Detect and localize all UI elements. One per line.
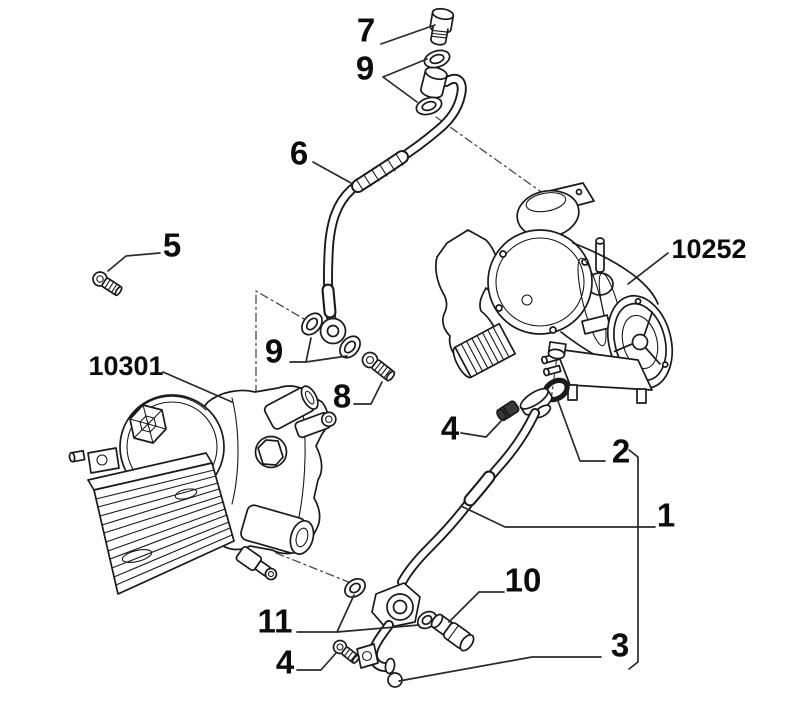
oil-feed-port — [263, 385, 319, 430]
callout-6: 6 — [290, 135, 308, 172]
callout-9-top: 9 — [356, 50, 374, 87]
leader-8 — [353, 381, 383, 405]
guide-line-turbo-drain — [550, 356, 558, 401]
callout-10: 10 — [505, 562, 542, 599]
bolt-4-lower — [332, 639, 360, 664]
callout-4-lower: 4 — [276, 644, 295, 681]
leader-3 — [398, 656, 602, 682]
group-bracket — [628, 449, 639, 670]
bolt-8 — [361, 351, 396, 382]
leader-7 — [380, 24, 436, 45]
callout-labels: 7 9 6 5 10252 10301 9 8 4 2 1 11 10 4 3 — [88, 12, 746, 681]
washer-9c — [301, 312, 323, 336]
banjo-union-top — [420, 66, 448, 99]
bolt-5 — [92, 271, 123, 297]
part-number-10252: 10252 — [671, 234, 746, 264]
oil-filter-housing-illustration — [68, 385, 337, 595]
leader-11 — [296, 594, 420, 633]
leader-9-bottom — [289, 337, 348, 363]
callout-2: 2 — [612, 433, 630, 470]
plug-4-upper — [496, 400, 520, 422]
oil-supply-hose — [319, 66, 467, 345]
oil-return-pipe — [356, 387, 553, 675]
illustration-layer — [68, 7, 674, 688]
leader-5 — [107, 252, 161, 272]
ribbed-sleeve — [452, 322, 517, 379]
turbocharger-illustration — [434, 182, 674, 404]
washer-11a — [344, 578, 366, 598]
guide-line-banjo-to-housing — [255, 290, 331, 510]
callout-7: 7 — [357, 12, 375, 49]
banjo-eye-bottom — [319, 317, 347, 345]
callout-1: 1 — [657, 497, 675, 534]
callout-3: 3 — [611, 627, 629, 664]
callout-9-bottom: 9 — [265, 333, 283, 370]
leader-10 — [448, 591, 505, 623]
leader-4-lower — [296, 652, 337, 671]
union-bolt-10 — [430, 613, 475, 652]
guide-line-housing-to-washer — [275, 552, 352, 584]
leader-1 — [460, 505, 656, 528]
callout-11: 11 — [258, 603, 293, 640]
washer-9a — [423, 49, 451, 69]
leader-4-upper — [460, 417, 505, 438]
oil-cooler-block — [87, 452, 235, 595]
part-number-10301: 10301 — [88, 351, 163, 381]
washer-9b — [415, 96, 443, 116]
leader-10252 — [627, 252, 669, 285]
callout-8: 8 — [333, 378, 351, 415]
callout-5: 5 — [163, 227, 181, 264]
callout-4-upper: 4 — [441, 410, 460, 447]
housing-bore — [240, 504, 315, 555]
leader-10301 — [162, 371, 233, 403]
leader-9-top — [382, 58, 428, 103]
leader-6 — [312, 161, 352, 184]
leader-2 — [557, 400, 606, 462]
